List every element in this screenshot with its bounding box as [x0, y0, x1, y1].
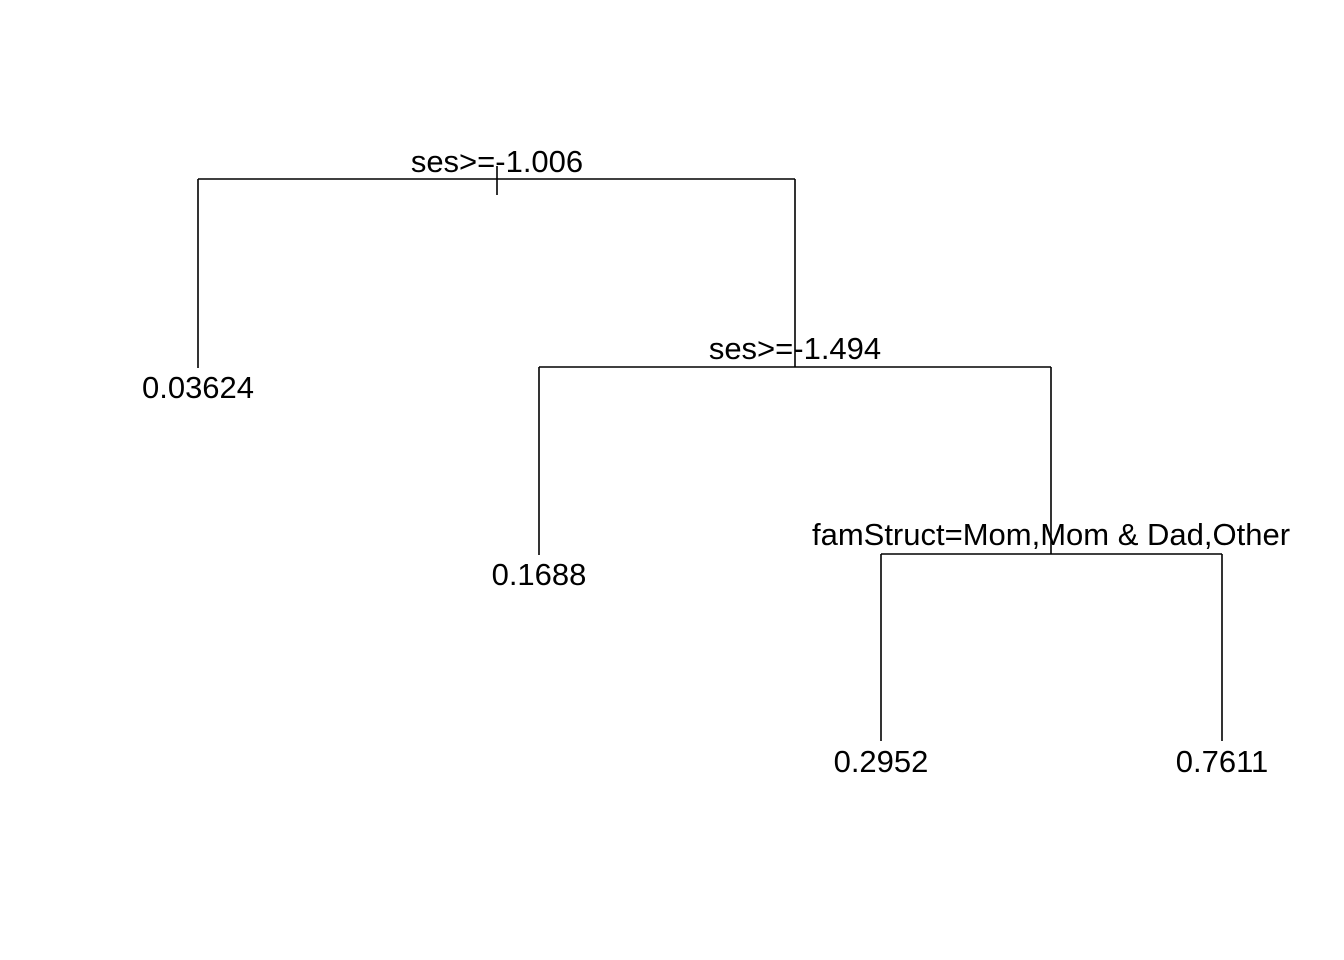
leaf-label: 0.2952: [834, 744, 929, 779]
leaf-label: 0.1688: [492, 557, 587, 592]
split-label-node2: ses>=-1.494: [709, 331, 881, 366]
split-label-node3: famStruct=Mom,Mom & Dad,Other: [812, 517, 1290, 552]
leaf-label: 0.03624: [142, 370, 254, 405]
split-label-root: ses>=-1.006: [411, 144, 583, 179]
leaf-label: 0.7611: [1176, 744, 1269, 779]
